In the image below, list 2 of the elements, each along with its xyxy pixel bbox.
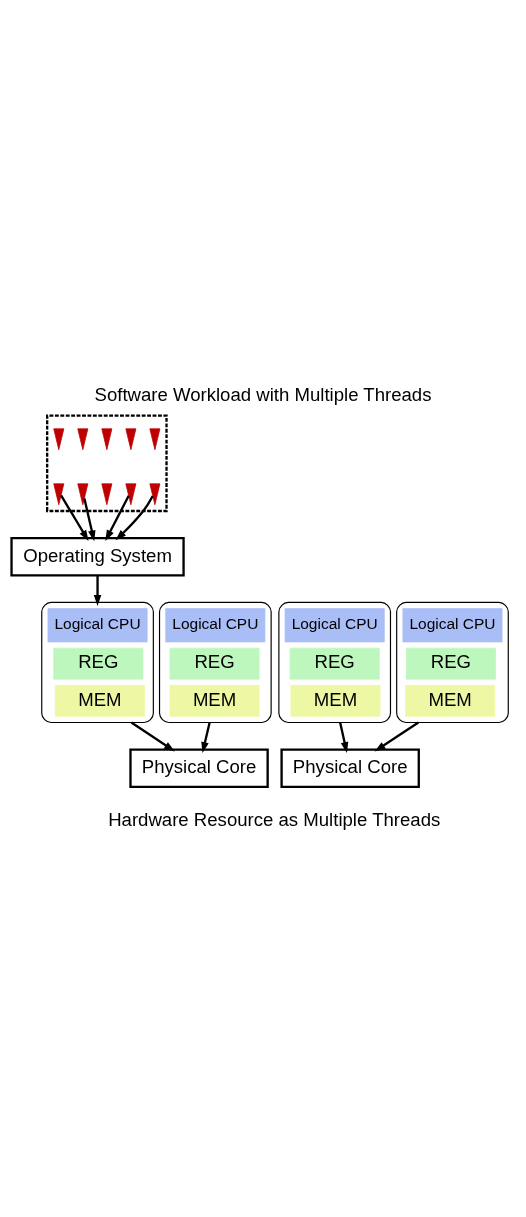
caption: Hardware Resource as Multiple Threads (108, 808, 441, 830)
diagram-title: Software Workload with Multiple Threads (94, 383, 432, 405)
